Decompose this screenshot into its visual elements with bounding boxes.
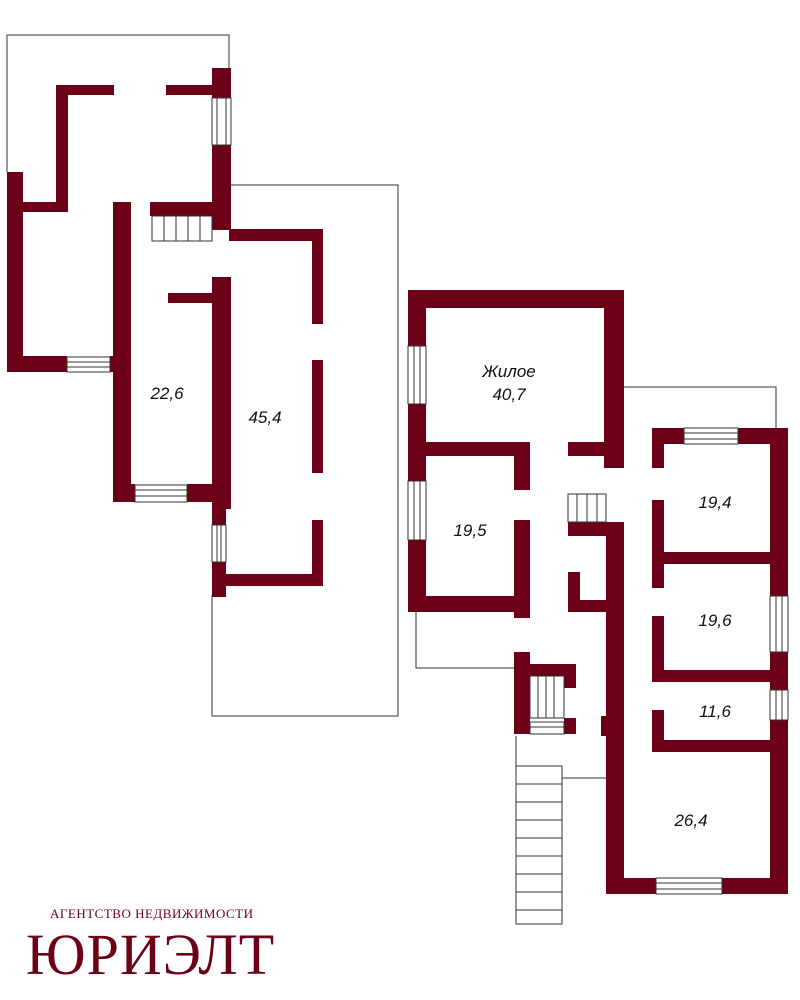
windows bbox=[66, 97, 789, 895]
agency-logo-name: ЮРИЭЛТ bbox=[26, 922, 276, 987]
room-label-19-6: 19,6 bbox=[698, 611, 732, 630]
wall bbox=[7, 172, 23, 372]
room-label-11-6: 11,6 bbox=[699, 702, 731, 721]
walls bbox=[7, 68, 788, 894]
stairs-center bbox=[567, 493, 607, 523]
wall bbox=[514, 520, 530, 618]
window bbox=[66, 356, 111, 373]
terrace-outline-top-left bbox=[6, 34, 230, 172]
wall bbox=[212, 68, 231, 98]
wall bbox=[408, 290, 624, 308]
wall bbox=[601, 716, 609, 736]
wall bbox=[652, 740, 788, 752]
wall bbox=[312, 229, 323, 324]
wall bbox=[56, 85, 114, 95]
wall bbox=[738, 428, 788, 444]
wall bbox=[514, 442, 530, 490]
wall bbox=[564, 664, 576, 688]
wall bbox=[770, 720, 788, 894]
wall bbox=[564, 718, 576, 734]
window bbox=[134, 484, 188, 503]
room-label-26-4: 26,4 bbox=[674, 811, 708, 830]
wall bbox=[408, 596, 530, 612]
window bbox=[211, 524, 227, 563]
terrace-outline-right-house bbox=[622, 386, 777, 428]
terrace-outline-left-porch bbox=[415, 610, 516, 669]
terrace-outline-right-porch bbox=[211, 184, 399, 717]
wall bbox=[408, 442, 530, 456]
wall bbox=[56, 85, 68, 205]
window bbox=[407, 345, 427, 405]
wall bbox=[408, 540, 426, 612]
wall bbox=[604, 458, 624, 468]
wall bbox=[150, 202, 231, 216]
agency-tagline: АГЕНТСТВО НЕДВИЖИМОСТИ bbox=[50, 906, 254, 921]
wall bbox=[113, 484, 135, 502]
wall bbox=[652, 500, 664, 588]
window bbox=[211, 97, 232, 146]
window bbox=[655, 877, 723, 895]
stairs bbox=[151, 215, 607, 925]
wall bbox=[187, 484, 212, 502]
wall bbox=[212, 574, 323, 586]
room-label-living-name: Жилое bbox=[482, 362, 536, 381]
wall bbox=[514, 722, 530, 734]
wall bbox=[652, 552, 788, 564]
wall bbox=[166, 85, 231, 95]
wall bbox=[212, 505, 226, 525]
wall bbox=[7, 356, 67, 372]
wall bbox=[312, 520, 323, 586]
wall bbox=[606, 522, 624, 752]
wall bbox=[113, 202, 131, 502]
room-label-living-area: 40,7 bbox=[492, 385, 526, 404]
window bbox=[769, 595, 789, 653]
room-label-19-4: 19,4 bbox=[698, 493, 732, 512]
room-label-19-5: 19,5 bbox=[453, 521, 487, 540]
wall bbox=[212, 562, 226, 597]
window bbox=[683, 427, 739, 445]
wall bbox=[568, 442, 624, 456]
wall bbox=[652, 428, 664, 468]
room-label-22-6: 22,6 bbox=[150, 384, 184, 403]
wall bbox=[229, 229, 323, 241]
stairs-left bbox=[151, 215, 213, 242]
stairs-porch bbox=[515, 765, 563, 925]
wall bbox=[652, 616, 664, 678]
wall bbox=[168, 293, 212, 303]
window bbox=[407, 480, 427, 541]
wall bbox=[770, 428, 788, 596]
wall bbox=[7, 202, 68, 212]
stairs-inner bbox=[529, 675, 565, 719]
wall bbox=[568, 600, 624, 612]
wall bbox=[408, 290, 426, 346]
wall bbox=[606, 742, 624, 894]
wall bbox=[514, 664, 576, 676]
window bbox=[529, 721, 565, 735]
wall bbox=[312, 360, 323, 473]
wall bbox=[212, 277, 231, 509]
room-label-45-4: 45,4 bbox=[248, 408, 282, 427]
wall bbox=[606, 878, 656, 894]
window bbox=[769, 689, 789, 721]
wall bbox=[604, 290, 624, 468]
wall bbox=[212, 145, 231, 230]
wall bbox=[652, 670, 788, 682]
